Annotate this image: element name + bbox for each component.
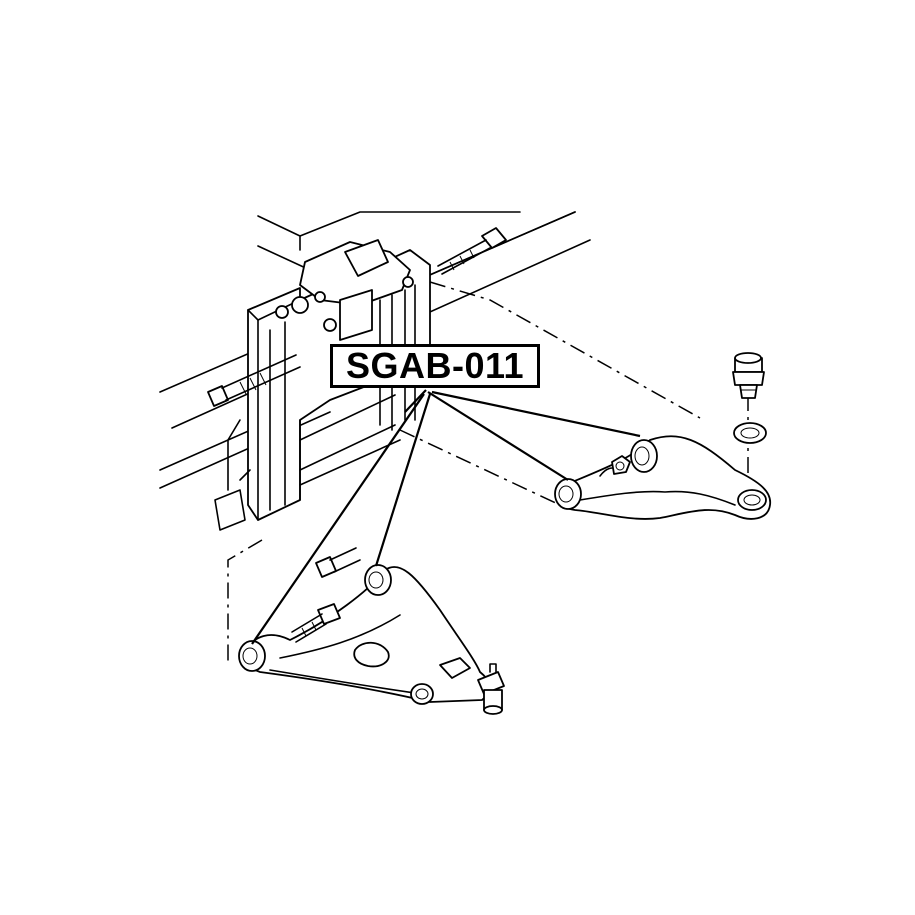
lower-ball-joint [477, 663, 505, 715]
washer [733, 422, 767, 444]
lower-bolts [291, 547, 361, 643]
left-bolt [207, 354, 301, 407]
part-number-label: SGAB-011 [330, 344, 540, 388]
upper-control-arm [554, 435, 771, 520]
center-lines [227, 281, 749, 665]
ball-joint [732, 352, 765, 399]
leader-lines [251, 389, 641, 645]
part-number-text: SGAB-011 [345, 345, 525, 386]
lower-control-arm [238, 564, 491, 705]
upper-bolt [437, 227, 507, 275]
